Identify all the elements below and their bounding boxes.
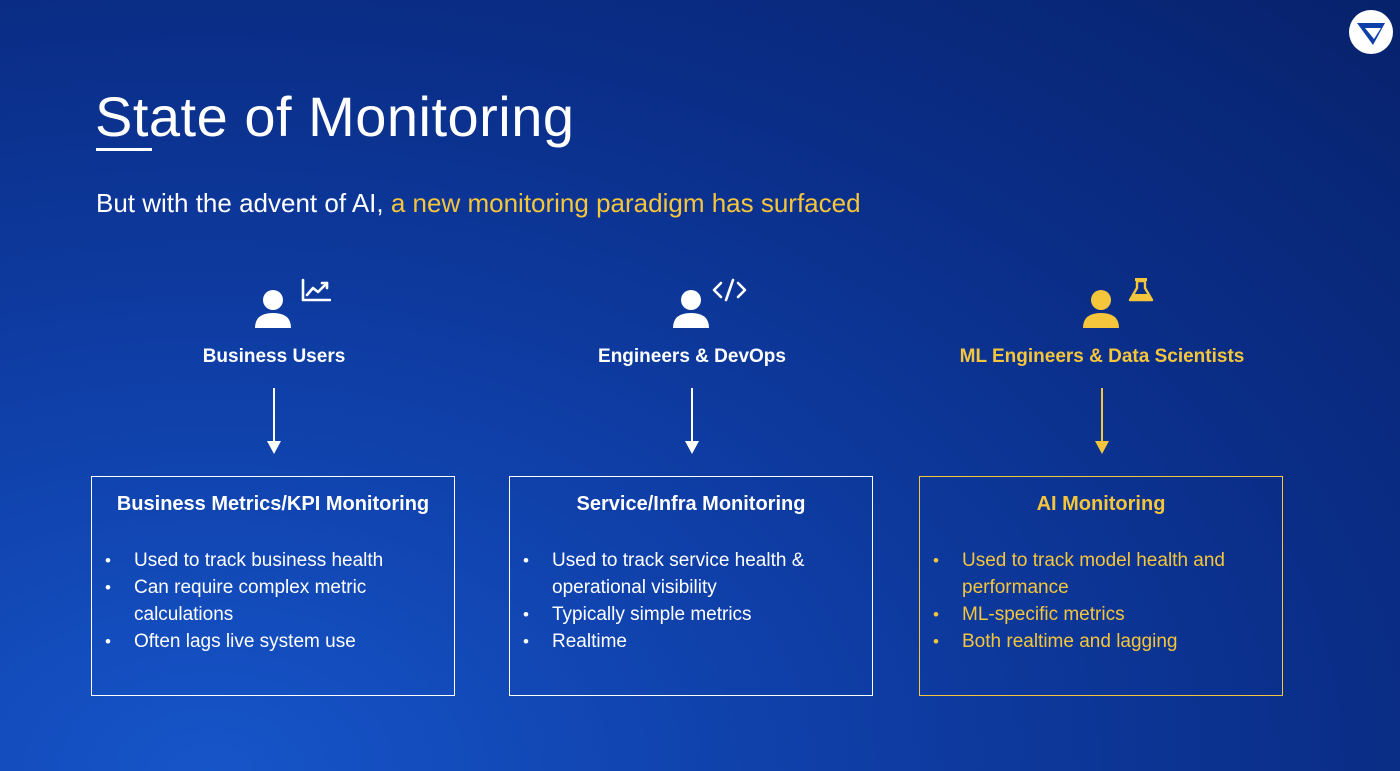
arrow-down-icon	[267, 388, 281, 454]
user-icon	[255, 290, 291, 328]
bullet-item: Often lags live system use	[105, 628, 424, 655]
bullet-item: Used to track service health & operation…	[523, 547, 842, 601]
persona-label: Business Users	[202, 346, 346, 367]
title-underline	[96, 148, 152, 151]
subtitle: But with the advent of AI, a new monitor…	[96, 188, 861, 219]
trending-up-chart-icon	[301, 278, 331, 302]
bullet-item: Typically simple metrics	[523, 601, 842, 628]
ml-engineers-icon	[1083, 278, 1154, 328]
business-users-icon	[255, 278, 331, 328]
bullet-list: Used to track service health & operation…	[523, 547, 842, 655]
bullet-item: Used to track business health	[105, 547, 424, 574]
arrow-down-icon	[1095, 388, 1109, 454]
column-ml: ML Engineers & Data Scientists AI Monito…	[919, 0, 1285, 771]
arrow-down-icon	[685, 388, 699, 454]
bullet-item: Used to track model health and performan…	[933, 547, 1252, 601]
brand-logo-icon	[1349, 10, 1393, 54]
column-engineering: Engineers & DevOps Service/Infra Monitor…	[509, 0, 875, 771]
box-title: AI Monitoring	[1036, 493, 1166, 515]
flask-icon	[1128, 278, 1154, 302]
page-title: State of Monitoring	[95, 85, 575, 148]
persona-label: Engineers & DevOps	[598, 346, 786, 367]
bullet-list: Used to track model health and performan…	[933, 547, 1252, 655]
bullet-item: ML-specific metrics	[933, 601, 1252, 628]
monitoring-box: AI Monitoring Used to track model health…	[919, 476, 1283, 696]
user-icon	[673, 290, 709, 328]
subtitle-text: But with the advent of AI,	[96, 188, 391, 218]
bullet-item: Can require complex metric calculations	[105, 574, 424, 628]
box-title: Service/Infra Monitoring	[576, 493, 806, 515]
code-brackets-icon	[712, 278, 747, 302]
monitoring-box: Business Metrics/KPI Monitoring Used to …	[91, 476, 455, 696]
bullet-item: Both realtime and lagging	[933, 628, 1252, 655]
persona-label: ML Engineers & Data Scientists	[959, 346, 1245, 367]
engineers-devops-icon	[673, 278, 747, 328]
user-icon	[1083, 290, 1119, 328]
column-business: Business Users Business Metrics/KPI Moni…	[91, 0, 457, 771]
bullet-item: Realtime	[523, 628, 842, 655]
subtitle-highlight: a new monitoring paradigm has surfaced	[390, 188, 861, 218]
monitoring-box: Service/Infra Monitoring Used to track s…	[509, 476, 873, 696]
bullet-list: Used to track business health Can requir…	[105, 547, 424, 655]
box-title: Business Metrics/KPI Monitoring	[116, 493, 430, 515]
